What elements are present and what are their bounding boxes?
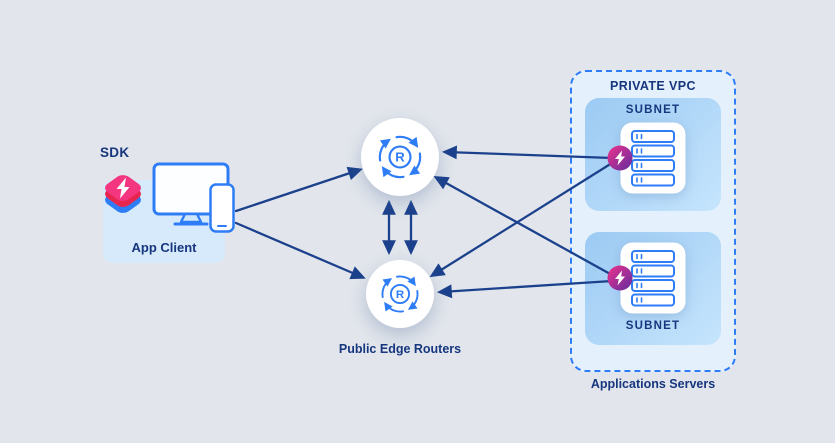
public-edge-routers-label: Public Edge Routers bbox=[338, 342, 462, 356]
sdk-label: SDK bbox=[100, 145, 130, 160]
arrow-client-to-top-router bbox=[234, 166, 363, 213]
subnet-bottom-label: SUBNET bbox=[625, 320, 681, 332]
private-vpc-title: PRIVATE VPC bbox=[610, 79, 696, 93]
lightning-badge-icon-top bbox=[607, 145, 633, 171]
app-client-label: App Client bbox=[131, 240, 197, 255]
server-rack-icon-top bbox=[620, 122, 686, 194]
router-icon: R bbox=[378, 135, 422, 179]
edge-router-bottom: R bbox=[366, 260, 434, 328]
sdk-layers-icon bbox=[105, 175, 141, 213]
router-letter: R bbox=[395, 150, 405, 165]
applications-servers-label: Applications Servers bbox=[590, 377, 716, 391]
server-rack-icon-bottom bbox=[620, 242, 686, 314]
router-letter: R bbox=[396, 289, 405, 301]
lightning-badge-icon-bottom bbox=[607, 265, 633, 291]
lightning-bolt-glyph bbox=[116, 177, 130, 199]
subnet-top-label: SUBNET bbox=[625, 104, 681, 116]
edge-router-top: R bbox=[361, 118, 439, 196]
router-icon: R bbox=[381, 275, 419, 313]
phone-icon bbox=[209, 183, 235, 233]
arrow-client-to-bottom-router bbox=[234, 221, 366, 280]
